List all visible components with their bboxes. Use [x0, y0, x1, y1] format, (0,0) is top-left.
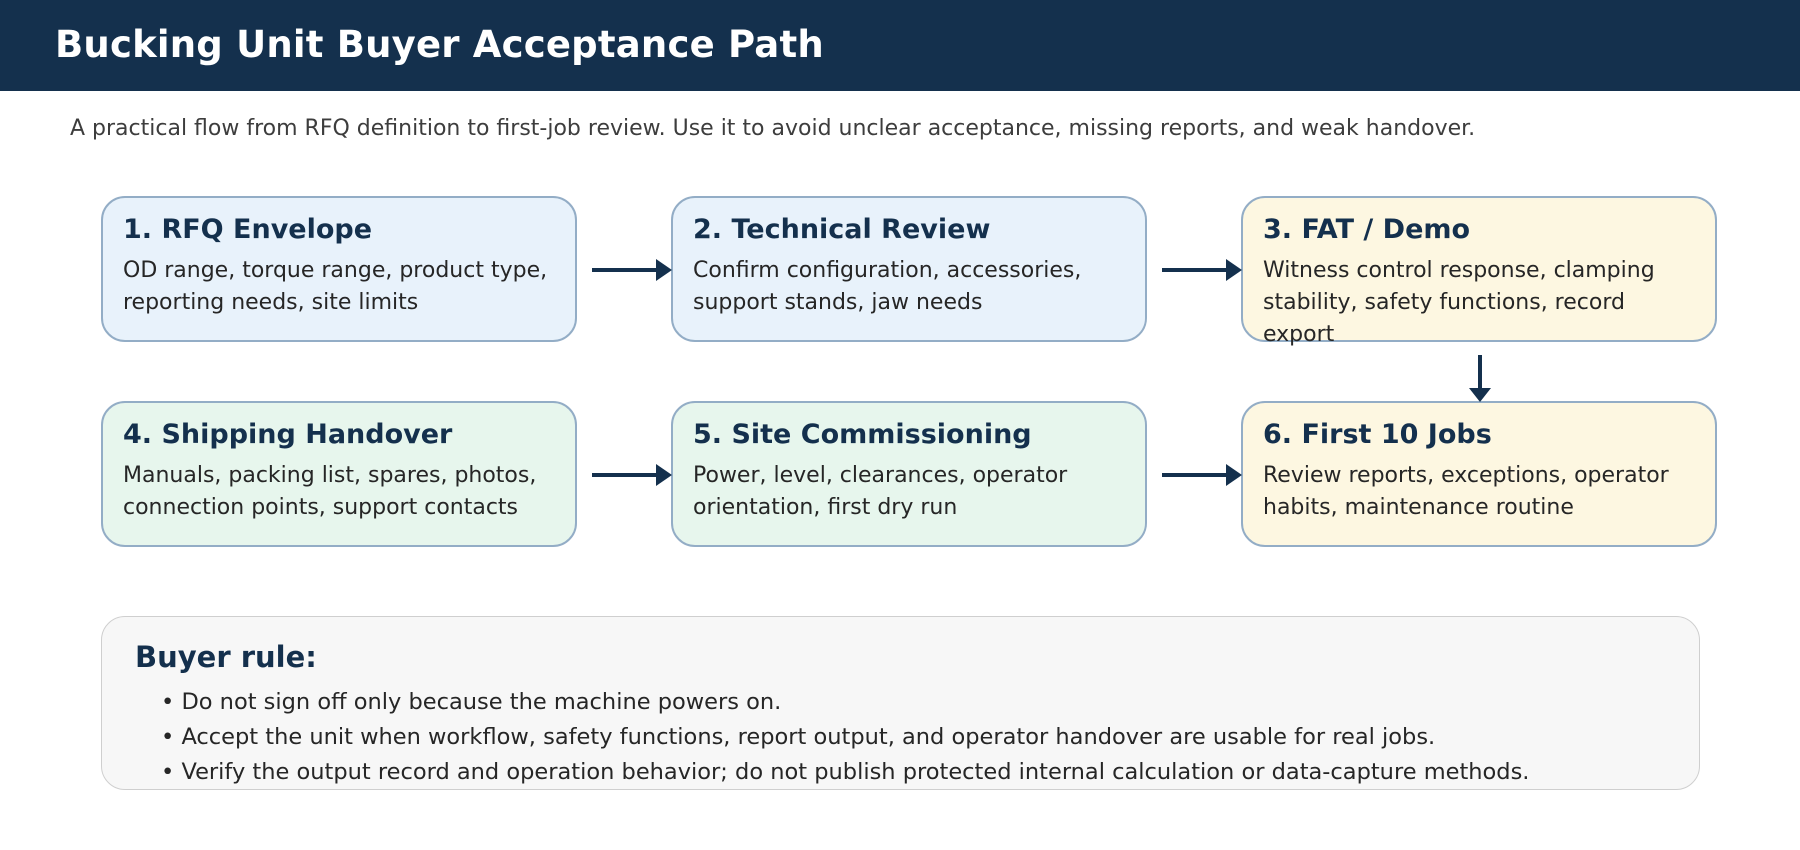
buyer-rule-item: Verify the output record and operation b… [161, 755, 1529, 790]
buyer-rule-list: Do not sign off only because the machine… [161, 685, 1529, 790]
arrow-4-to-5 [592, 464, 672, 486]
arrow-1-to-2 [592, 259, 672, 281]
step-description: Confirm configuration, accessories, supp… [693, 258, 1082, 316]
step-fat-demo: 3. FAT / Demo Witness control response, … [1241, 196, 1717, 347]
step-description: OD range, torque range, product type, re… [123, 258, 548, 316]
buyer-rule-title: Buyer rule: [135, 640, 317, 674]
page-title: Bucking Unit Buyer Acceptance Path [55, 23, 824, 66]
step-description: Review reports, exceptions, operator hab… [1263, 463, 1669, 521]
step-shipping-handover: 4. Shipping Handover Manuals, packing li… [101, 401, 577, 547]
step-title: 1. RFQ Envelope [123, 214, 373, 245]
buyer-rule-item: Accept the unit when workflow, safety fu… [161, 720, 1529, 755]
step-first-10-jobs: 6. First 10 Jobs Review reports, excepti… [1241, 401, 1717, 547]
step-title: 3. FAT / Demo [1263, 214, 1471, 245]
step-description: Power, level, clearances, operator orien… [693, 463, 1068, 521]
page-subtitle: A practical flow from RFQ definition to … [70, 116, 1476, 141]
step-description: Manuals, packing list, spares, photos, c… [123, 463, 537, 521]
step-title: 5. Site Commissioning [693, 419, 1032, 450]
buyer-rule-box: Buyer rule: Do not sign off only because… [101, 616, 1700, 790]
step-title: 6. First 10 Jobs [1263, 419, 1492, 450]
arrow-5-to-6 [1162, 464, 1242, 486]
step-title: 4. Shipping Handover [123, 419, 453, 450]
step-rfq-envelope: 1. RFQ Envelope OD range, torque range, … [101, 196, 577, 342]
step-title: 2. Technical Review [693, 214, 991, 245]
arrow-2-to-3 [1162, 259, 1242, 281]
step-site-commissioning: 5. Site Commissioning Power, level, clea… [671, 401, 1147, 547]
buyer-rule-item: Do not sign off only because the machine… [161, 685, 1529, 720]
step-description: Witness control response, clamping stabi… [1263, 258, 1655, 348]
header-bar: Bucking Unit Buyer Acceptance Path [0, 0, 1800, 91]
arrow-3-to-6 [1469, 355, 1491, 402]
step-technical-review: 2. Technical Review Confirm configuratio… [671, 196, 1147, 342]
